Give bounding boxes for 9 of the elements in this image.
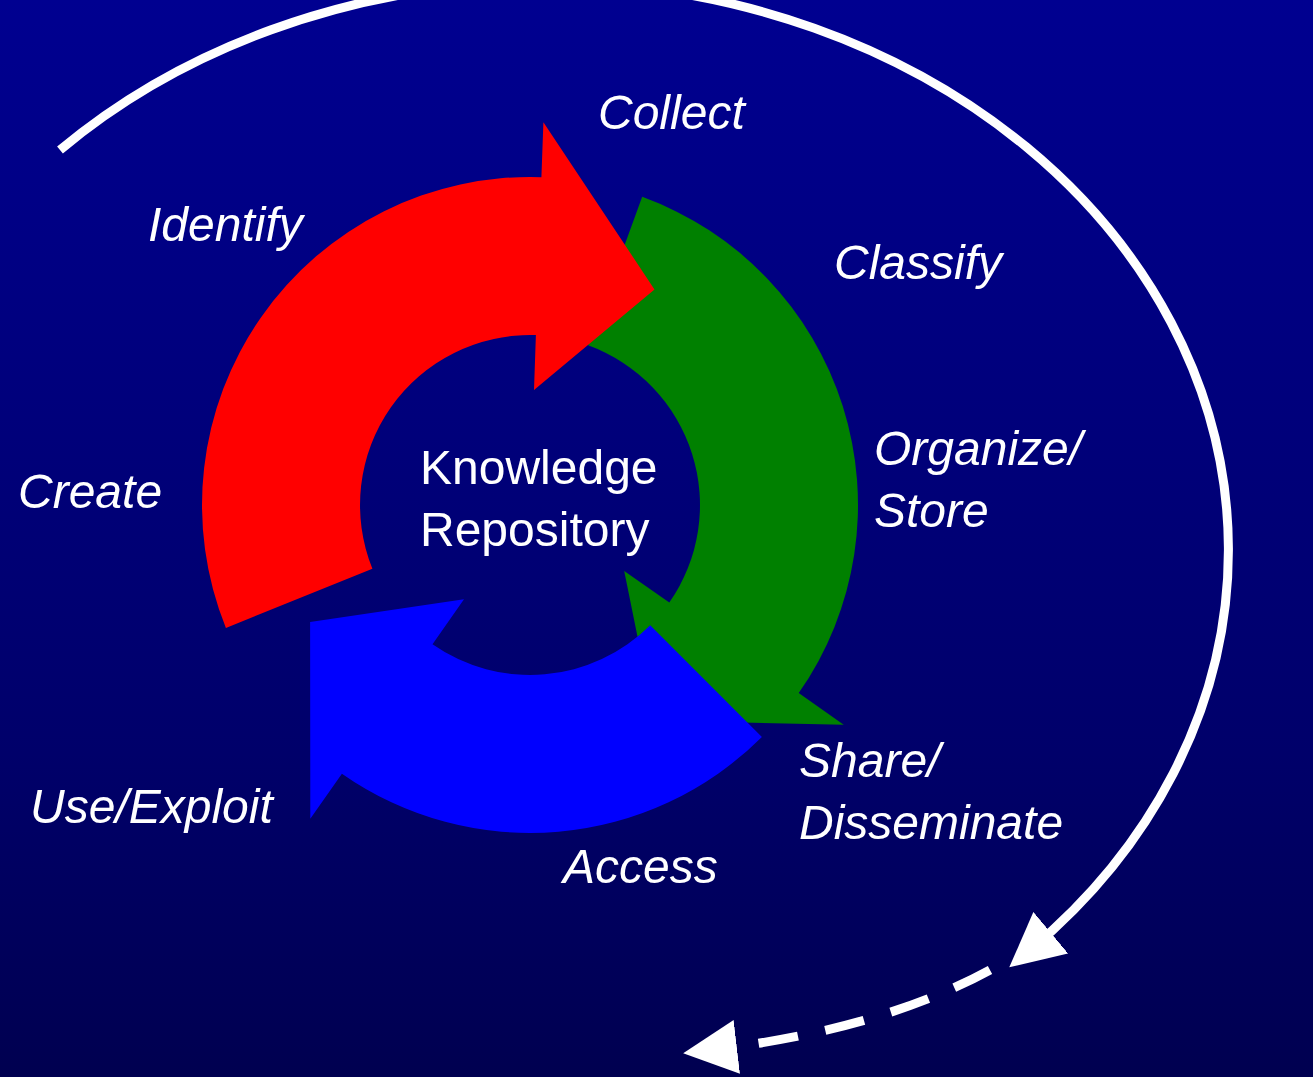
stage-label: Access <box>563 839 718 895</box>
stage-label: Classify <box>834 235 1003 291</box>
stage-label: Use/Exploit <box>30 779 273 835</box>
stage-label: Collect <box>598 85 745 141</box>
stage-label: Share/ Disseminate <box>799 733 1065 851</box>
stage-label: Identify <box>148 197 303 253</box>
center-text: Knowledge Repository <box>420 437 710 561</box>
stage-label: Create <box>18 464 163 520</box>
stage-label: Organize/ Store <box>874 418 1124 542</box>
